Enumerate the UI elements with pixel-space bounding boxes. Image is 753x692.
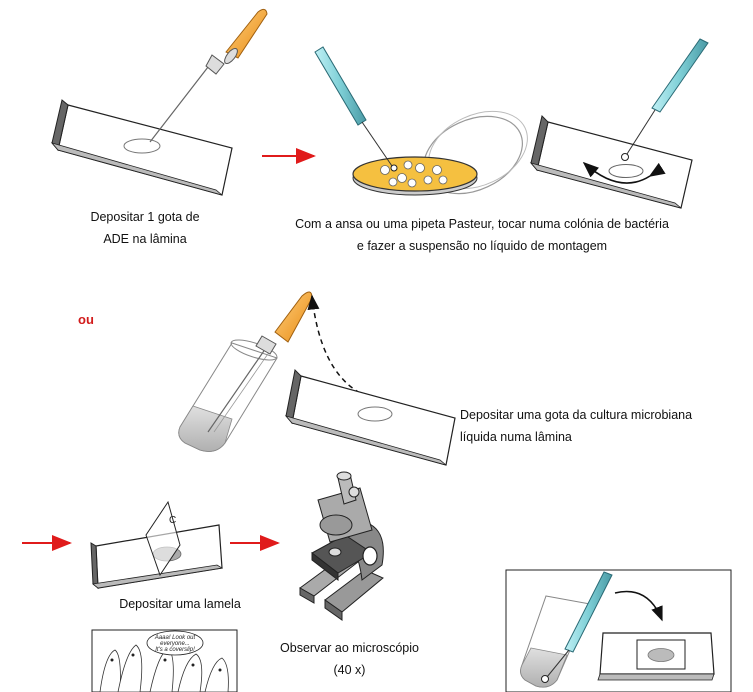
mix-arrow-icon — [582, 161, 666, 184]
coverslip-letter: C — [169, 515, 176, 526]
caption-alt-line1: Depositar uma gota da cultura microbiana — [460, 408, 693, 422]
petri-dish — [352, 110, 528, 196]
caption-lamela: Depositar uma lamela — [119, 597, 241, 611]
caption-microscope-line1: Observar ao microscópio — [280, 641, 419, 655]
caption-step1-line2: ADE na lâmina — [103, 232, 187, 246]
dashed-arrow-icon — [307, 294, 361, 394]
step1-slide — [50, 99, 233, 196]
caption-step2-line1: Com a ansa ou uma pipeta Pasteur, tocar … — [295, 217, 669, 231]
inoculation-loop-icon-2 — [621, 38, 709, 161]
alt-label: ou — [78, 312, 94, 327]
inset-panel — [505, 569, 732, 692]
test-tube — [178, 339, 278, 452]
cartoon-bubble-line2: everyone... — [160, 641, 190, 647]
cartoon-bubble-line3: It's a coverslip! — [155, 647, 195, 653]
pipette-icon — [149, 8, 268, 143]
cartoon-panel: Aaaa! Look out everyone... It's a covers… — [91, 629, 238, 692]
inoculation-loop-icon — [314, 46, 398, 172]
caption-microscope-line2: (40 x) — [333, 663, 366, 677]
caption-step1-line1: Depositar 1 gota de — [90, 210, 200, 224]
step3-slide — [529, 115, 693, 209]
caption-microscope: Observar ao microscópio (40 x) — [262, 637, 437, 681]
coverslip — [145, 500, 181, 577]
cartoon-bubble-line1: Aaaa! Look out — [154, 635, 196, 641]
caption-step2-line2: e fazer a suspensão no líquido de montag… — [356, 239, 608, 253]
caption-alt: Depositar uma gota da cultura microbiana… — [460, 404, 740, 448]
bacteria-colonies — [380, 160, 448, 188]
coverslip-slide: C — [90, 500, 224, 590]
caption-step1: Depositar 1 gota de ADE na lâmina — [60, 206, 230, 250]
microscope-icon — [299, 471, 384, 621]
drop-ade — [123, 138, 161, 154]
pipette-icon-2 — [207, 291, 313, 433]
caption-step2: Com a ansa ou uma pipeta Pasteur, tocar … — [262, 213, 702, 257]
caption-alt-line2: líquida numa lâmina — [460, 430, 572, 444]
alt-slide — [284, 368, 456, 466]
